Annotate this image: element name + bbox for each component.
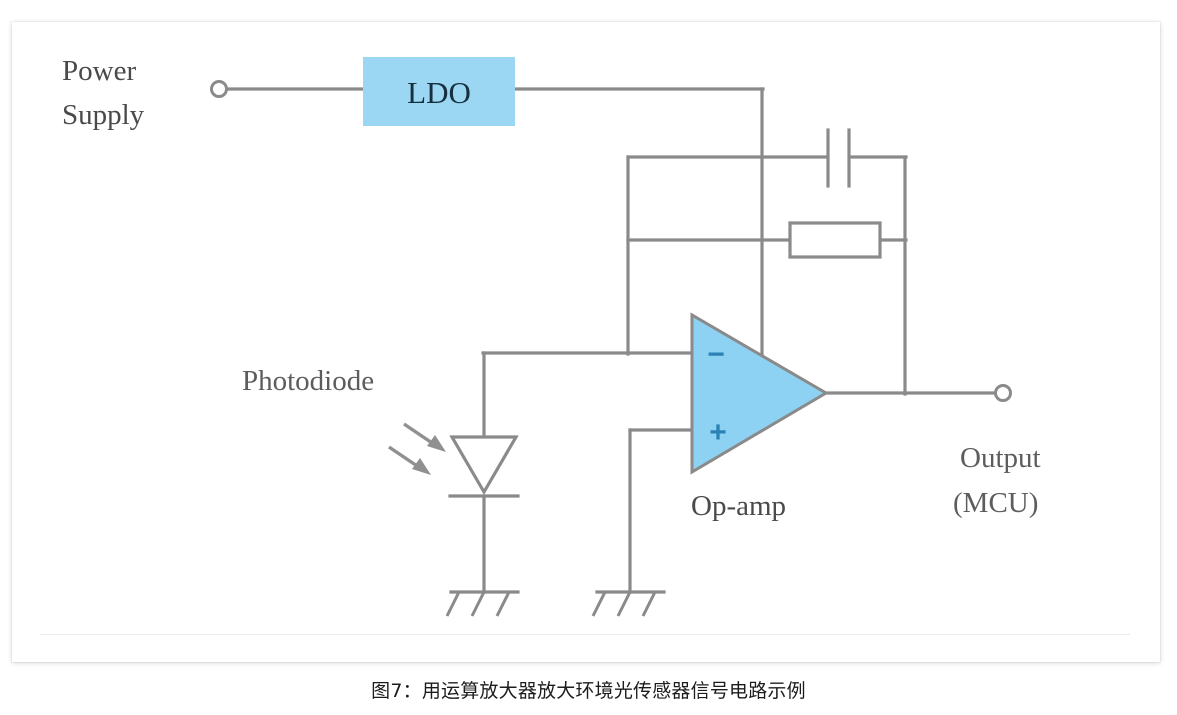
figure-caption: 图7：用运算放大器放大环境光传感器信号电路示例 — [371, 680, 806, 702]
opamp-symbol[interactable]: − + — [690, 312, 829, 475]
opamp-label: Op-amp — [691, 490, 786, 522]
photodiode-label: Photodiode — [242, 365, 374, 397]
output-label-line1: Output — [960, 442, 1041, 474]
circuit-diagram: LDO − + P — [62, 55, 1041, 617]
figure-card — [12, 22, 1160, 662]
opamp-noninverting-sign: + — [709, 416, 727, 449]
feedback-resistor[interactable] — [788, 221, 882, 259]
photodiode-ground — [445, 590, 520, 617]
power-supply-label-line2: Supply — [62, 99, 145, 131]
power-supply-label-line1: Power — [62, 55, 136, 87]
power-supply-terminal[interactable] — [210, 80, 228, 98]
ldo-block[interactable]: LDO — [363, 57, 515, 126]
output-label-line2: (MCU) — [953, 487, 1038, 519]
noninverting-input-ground — [591, 590, 666, 617]
output-terminal[interactable] — [994, 384, 1012, 402]
figure-divider — [40, 634, 1130, 635]
light-arrows-icon — [388, 422, 446, 475]
photodiode-symbol[interactable] — [448, 435, 520, 498]
ldo-label: LDO — [407, 75, 471, 110]
opamp-inverting-sign: − — [707, 338, 725, 371]
feedback-capacitor[interactable] — [826, 128, 851, 188]
